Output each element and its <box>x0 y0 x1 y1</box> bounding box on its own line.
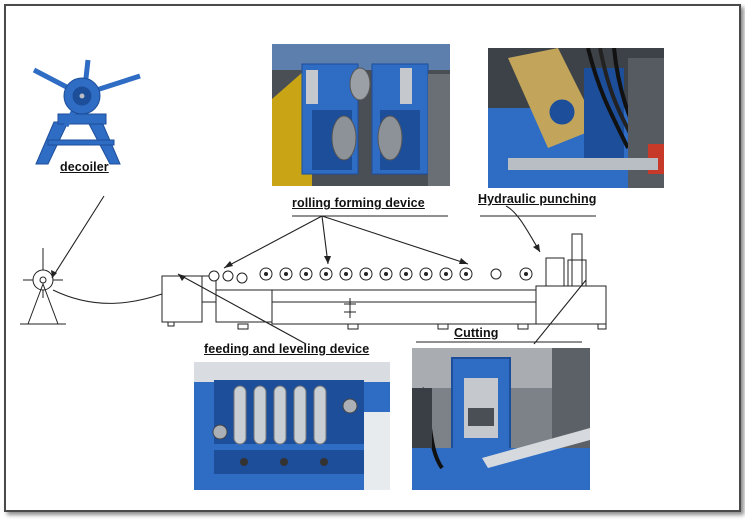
cutting-photo <box>412 348 590 490</box>
decoiler-illustration <box>32 59 141 165</box>
rolling-forming-photo <box>272 44 450 186</box>
feeding-leveling-photo <box>194 362 390 490</box>
cutting-label: Cutting <box>454 326 499 340</box>
diagram-frame: decoiler rolling forming device Hydrauli… <box>4 4 741 512</box>
decoiler-label: decoiler <box>60 160 109 174</box>
hydraulic-punching-label: Hydraulic punching <box>478 192 597 206</box>
production-line-drawing <box>20 233 607 330</box>
connector-lines <box>51 195 596 345</box>
hydraulic-punching-photo <box>488 48 664 188</box>
feeding-leveling-label: feeding and leveling device <box>204 342 370 356</box>
rolling-forming-label: rolling forming device <box>292 196 425 210</box>
